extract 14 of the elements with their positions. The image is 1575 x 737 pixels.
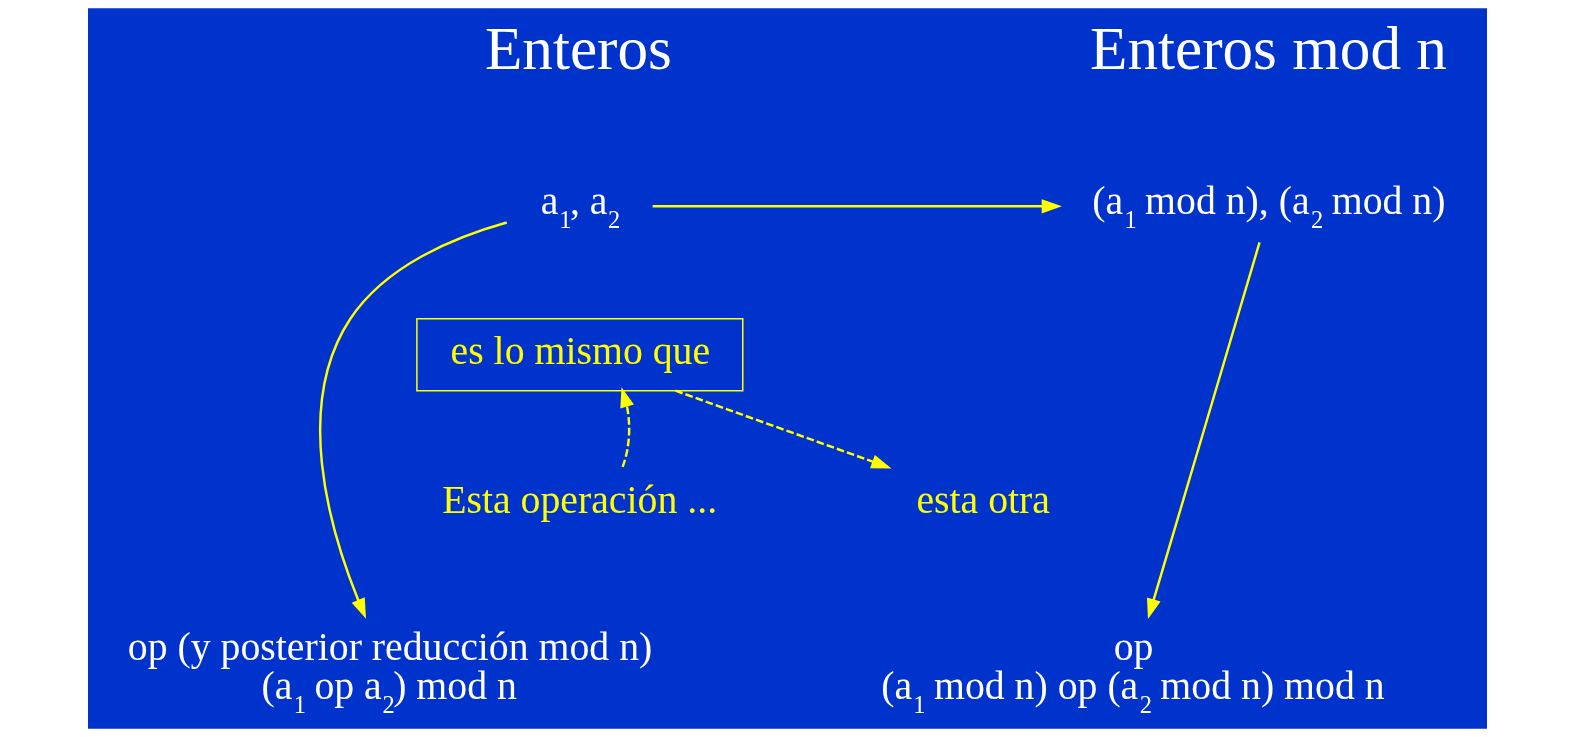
arrow <box>1146 242 1261 619</box>
node-text: op (a$_{1}$ mod n) op (a$_{2}$ mod n) mod n <box>881 624 1385 718</box>
arrow <box>652 199 1062 214</box>
arrow <box>319 221 508 619</box>
node-text: op (y posterior reducción mod n) (a$_{1}$ op a$_{2}$) mod n <box>127 624 653 718</box>
label: Enteros mod n <box>1090 14 1447 83</box>
node-text: Esta operación ... <box>442 477 718 522</box>
node-text: a$_{1}$, a$_{2}$ <box>540 179 621 233</box>
arrow <box>620 387 634 468</box>
node-text: esta otra <box>916 477 1050 522</box>
node-text: (a$_{1}$ mod n), (a$_{2}$ mod n) <box>1092 179 1446 233</box>
arrow <box>675 389 892 469</box>
label: Enteros <box>484 14 672 83</box>
node-box: es lo mismo que <box>416 318 744 392</box>
